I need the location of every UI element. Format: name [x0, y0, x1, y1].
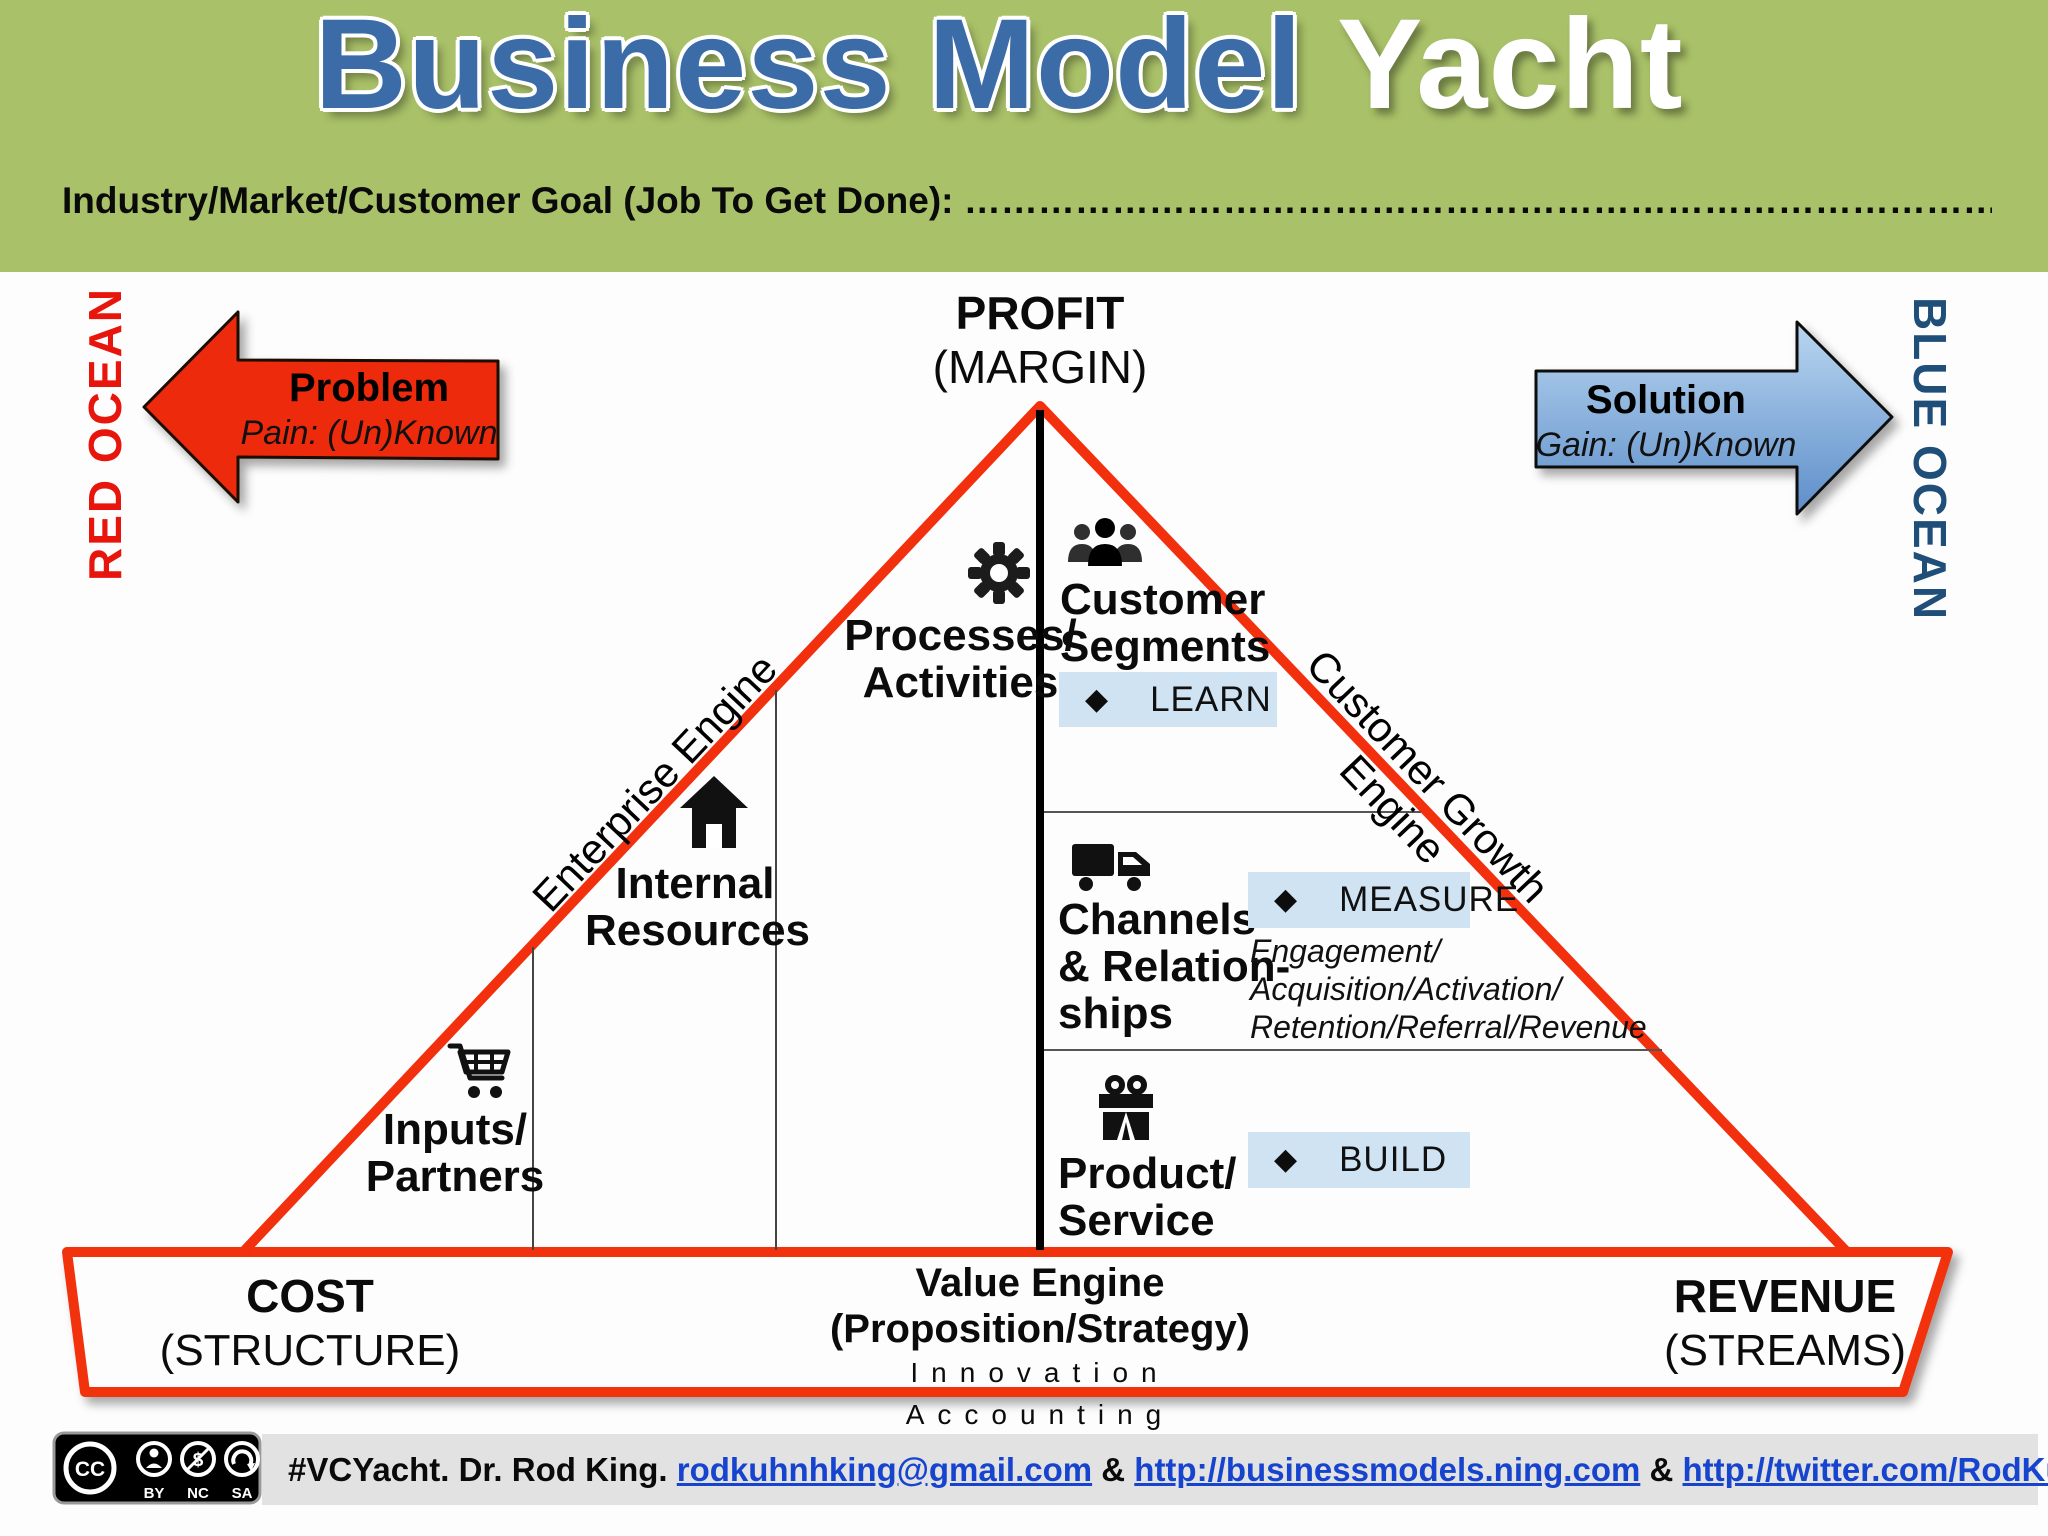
solution-title: Solution: [1586, 378, 1746, 422]
resources-line1: Internal: [615, 859, 775, 908]
section-internal-resources: Internal Resources: [585, 859, 811, 955]
cost-line2: (STRUCTURE): [159, 1326, 461, 1375]
profit-line1: PROFIT: [955, 287, 1125, 339]
hull-shape: [62, 1247, 1953, 1397]
problem-title: Problem: [288, 366, 450, 410]
by-label: BY: [144, 1485, 165, 1502]
problem-arrow-shape: [142, 310, 500, 504]
profit-label: PROFIT (MARGIN): [865, 286, 1215, 394]
section-channels-relationships: Channels & Relation- ships: [1058, 896, 1358, 1037]
channels-line2: & Relation-: [1058, 942, 1291, 991]
inputs-line1: Inputs/: [382, 1105, 528, 1154]
learn-button[interactable]: ◆ LEARN: [1059, 672, 1277, 727]
gear-icon: [966, 540, 1032, 606]
value-line1: Value Engine: [915, 1261, 1165, 1305]
customers-line2: Segments: [1060, 622, 1271, 671]
channels-line3: ships: [1058, 989, 1173, 1038]
sail-triangle-outline: [240, 401, 1850, 1255]
cart-icon: [446, 1040, 514, 1104]
build-button-label: BUILD: [1339, 1140, 1448, 1179]
title-business-model: Business Model: [314, 0, 1303, 136]
revenue-line1: REVENUE: [1673, 1270, 1897, 1322]
value-engine-label: Value Engine (Proposition/Strategy) Inno…: [785, 1260, 1295, 1436]
problem-subtitle: Pain: (Un)Known: [240, 414, 498, 452]
cost-structure-label: COST (STRUCTURE): [95, 1268, 525, 1378]
footer-prefix: #VCYacht. Dr. Rod King.: [288, 1450, 677, 1488]
resources-line2: Resources: [585, 906, 811, 955]
measure-button[interactable]: ◆ MEASURE: [1248, 872, 1518, 928]
revenue-streams-label: REVENUE (STREAMS): [1570, 1268, 2000, 1378]
processes-line1: Processes/: [844, 611, 1077, 660]
revenue-line2: (STREAMS): [1664, 1326, 1906, 1375]
cost-line1: COST: [246, 1270, 374, 1322]
diamond-bullet-icon: ◆: [1085, 682, 1109, 716]
value-line3: Innovation Accounting: [905, 1357, 1175, 1430]
cc-license-badge: CC $ BY NC SA: [52, 1430, 264, 1506]
twitter-link[interactable]: http://twitter.com/RodKuhnKing: [1682, 1450, 2048, 1488]
inputs-line2: Partners: [365, 1152, 545, 1201]
section-customer-segments: Customer Segments: [1060, 576, 1360, 670]
blue-ocean-label: BLUE OCEAN: [1904, 296, 1956, 622]
goal-line: Industry/Market/Customer Goal (Job To Ge…: [62, 180, 1992, 222]
customers-line1: Customer: [1060, 575, 1266, 624]
section-inputs-partners: Inputs/ Partners: [345, 1106, 565, 1200]
red-ocean-label: RED OCEAN: [79, 286, 131, 582]
metrics-line1: Engagement/: [1250, 933, 1441, 969]
truck-icon: [1070, 836, 1158, 896]
product-line2: Service: [1058, 1196, 1215, 1245]
sa-label: SA: [232, 1485, 253, 1502]
email-link[interactable]: rodkuhnhking@gmail.com: [676, 1450, 1093, 1488]
cc-badge-icon: CC $ BY NC SA: [52, 1431, 262, 1505]
nc-label: NC: [187, 1485, 209, 1502]
footer-credit-text: #VCYacht. Dr. Rod King. rodkuhnhking@gma…: [262, 1451, 2048, 1489]
goal-dotted-blank: …………………………………………………………………………………………………………: [963, 180, 1992, 221]
processes-line2: Activities: [862, 658, 1059, 707]
goal-label: Industry/Market/Customer Goal (Job To Ge…: [62, 180, 964, 221]
solution-subtitle: Gain: (Un)Known: [1535, 426, 1797, 464]
channels-metrics-text: Engagement/ Acquisition/Activation/ Rete…: [1250, 932, 1720, 1046]
title-yacht: Yacht: [1336, 0, 1684, 136]
problem-arrow-text: Problem Pain: (Un)Known: [238, 364, 500, 454]
build-button[interactable]: ◆ BUILD: [1248, 1132, 1470, 1188]
product-line1: Product/: [1058, 1149, 1237, 1198]
diamond-bullet-icon: ◆: [1274, 883, 1298, 916]
gift-icon: [1093, 1074, 1159, 1144]
solution-arrow-text: Solution Gain: (Un)Known: [1534, 376, 1798, 466]
measure-button-label: MEASURE: [1339, 880, 1520, 919]
profit-line2: (MARGIN): [932, 341, 1148, 393]
metrics-line3: Retention/Referral/Revenue: [1250, 1009, 1647, 1045]
people-icon: [1062, 516, 1148, 568]
metrics-line2: Acquisition/Activation/: [1250, 971, 1562, 1007]
footer-bar: #VCYacht. Dr. Rod King. rodkuhnhking@gma…: [262, 1434, 2048, 1505]
footer-sep1: &: [1092, 1450, 1135, 1488]
page-title: Business Model Yacht: [0, 0, 2048, 160]
footer-sep2: &: [1640, 1450, 1683, 1488]
diamond-bullet-icon: ◆: [1274, 1143, 1298, 1176]
section-product-service: Product/ Service: [1058, 1150, 1358, 1244]
cc-glyph: CC: [75, 1458, 105, 1481]
solution-arrow-shape: [1534, 320, 1894, 516]
house-icon: [678, 772, 750, 852]
learn-button-label: LEARN: [1150, 679, 1272, 719]
channels-line1: Channels: [1058, 895, 1257, 944]
header-band: [0, 0, 2048, 272]
ning-link[interactable]: http://businessmodels.ning.com: [1134, 1450, 1641, 1488]
value-line2: (Proposition/Strategy): [829, 1307, 1251, 1351]
section-processes: Processes/ Activities: [838, 612, 1083, 706]
